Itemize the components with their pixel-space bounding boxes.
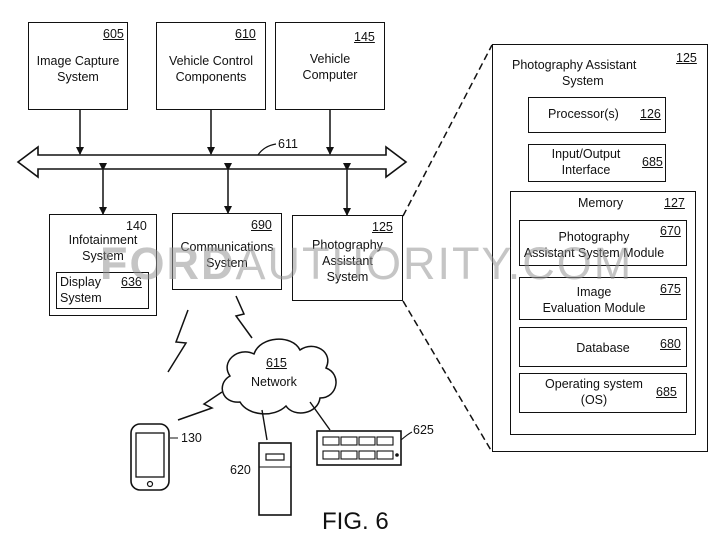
- figure-label: FIG. 6: [322, 508, 389, 535]
- image-capture-label-1: Image Capture: [36, 54, 120, 68]
- infotainment-label-1: Infotainment: [68, 233, 138, 247]
- photography-assistant-small-label-2: Assistant: [322, 254, 373, 268]
- database-box: [519, 327, 687, 367]
- vehicle-computer-label-2: Computer: [302, 68, 358, 82]
- detail-title-2: System: [562, 74, 604, 88]
- database-ref: 680: [660, 337, 681, 351]
- vehicle-computer-box: [275, 22, 385, 110]
- os-ref: 685: [656, 385, 677, 399]
- memory-ref: 127: [664, 196, 685, 210]
- vehicle-control-ref: 610: [235, 27, 256, 41]
- memory-label: Memory: [578, 196, 624, 210]
- vehicle-control-label-1: Vehicle Control: [168, 54, 254, 68]
- module-670-label-2: Assistant System Module: [523, 246, 665, 260]
- network-to-rack: [309, 401, 331, 431]
- network-to-server: [261, 409, 268, 441]
- processor-label: Processor(s): [548, 107, 619, 121]
- watermark-part-2: AUTHORITY.COM: [235, 238, 634, 289]
- display-system-box: [56, 272, 149, 309]
- expansion-line-top: [402, 44, 493, 217]
- system-bus: [16, 145, 408, 179]
- watermark: FORDAUTHORITY.COM: [100, 238, 633, 290]
- module-670-label-1: Photography: [558, 230, 630, 244]
- image-capture-label-2: System: [57, 70, 99, 84]
- display-label-2: System: [60, 291, 102, 305]
- io-label-1: Input/Output: [551, 147, 621, 161]
- photography-assistant-small-label-3: System: [326, 270, 369, 284]
- server-tower-icon: [258, 442, 292, 516]
- os-label-2: (OS): [580, 393, 608, 407]
- display-ref: 636: [121, 275, 142, 289]
- rack-server-icon: [316, 430, 402, 466]
- vehicle-control-label-2: Components: [175, 70, 247, 84]
- wireless-link-communications: [234, 295, 253, 339]
- vehicle-computer-ref: 145: [354, 30, 375, 44]
- database-label: Database: [576, 341, 630, 355]
- module-670-ref: 670: [660, 224, 681, 238]
- os-label-1: Operating system: [545, 377, 643, 391]
- phone-ref: 130: [181, 431, 202, 445]
- wireless-link-phone: [177, 391, 223, 421]
- bus-ref: 611: [278, 137, 298, 151]
- rack-ref: 625: [413, 423, 434, 437]
- photography-assistant-small-ref: 125: [372, 220, 393, 234]
- image-evaluation-module-box: [519, 277, 687, 320]
- detail-title-1: Photography Assistant: [512, 58, 637, 72]
- image-capture-system-box: [28, 22, 128, 110]
- display-label-1: Display: [60, 275, 101, 289]
- phone-icon: [130, 423, 170, 491]
- expansion-line-bottom: [402, 300, 493, 453]
- module-675-label-2: Evaluation Module: [542, 301, 646, 315]
- watermark-part-1: FORD: [100, 238, 236, 289]
- io-interface-box: [528, 144, 666, 182]
- wireless-link-infotainment: [167, 309, 189, 373]
- communications-system-box: [172, 213, 282, 290]
- detail-ref: 125: [676, 51, 697, 65]
- processor-box: [528, 97, 666, 133]
- rack-ref-leader: [400, 431, 413, 441]
- communications-label-2: System: [206, 256, 248, 270]
- network-ref: 615: [266, 356, 287, 370]
- processor-ref: 126: [640, 107, 661, 121]
- communications-ref: 690: [251, 218, 272, 232]
- infotainment-label-2: System: [82, 249, 124, 263]
- network-label: Network: [251, 375, 297, 389]
- module-675-label-1: Image: [576, 285, 612, 299]
- io-ref: 685: [642, 155, 663, 169]
- server-ref: 620: [230, 463, 251, 477]
- bus-ref-leader: [257, 143, 277, 156]
- photography-assistant-small-label-1: Photography: [312, 238, 383, 252]
- module-675-ref: 675: [660, 282, 681, 296]
- photography-assistant-system-box: [292, 215, 403, 301]
- photography-assistant-module-box: [519, 220, 687, 266]
- communications-label-1: Communications: [180, 240, 274, 254]
- image-capture-ref: 605: [103, 27, 124, 41]
- operating-system-box: [519, 373, 687, 413]
- io-label-2: Interface: [561, 163, 611, 177]
- network-cloud: [221, 338, 337, 415]
- infotainment-ref: 140: [126, 219, 147, 233]
- vehicle-computer-label-1: Vehicle: [309, 52, 351, 66]
- vehicle-control-components-box: [156, 22, 266, 110]
